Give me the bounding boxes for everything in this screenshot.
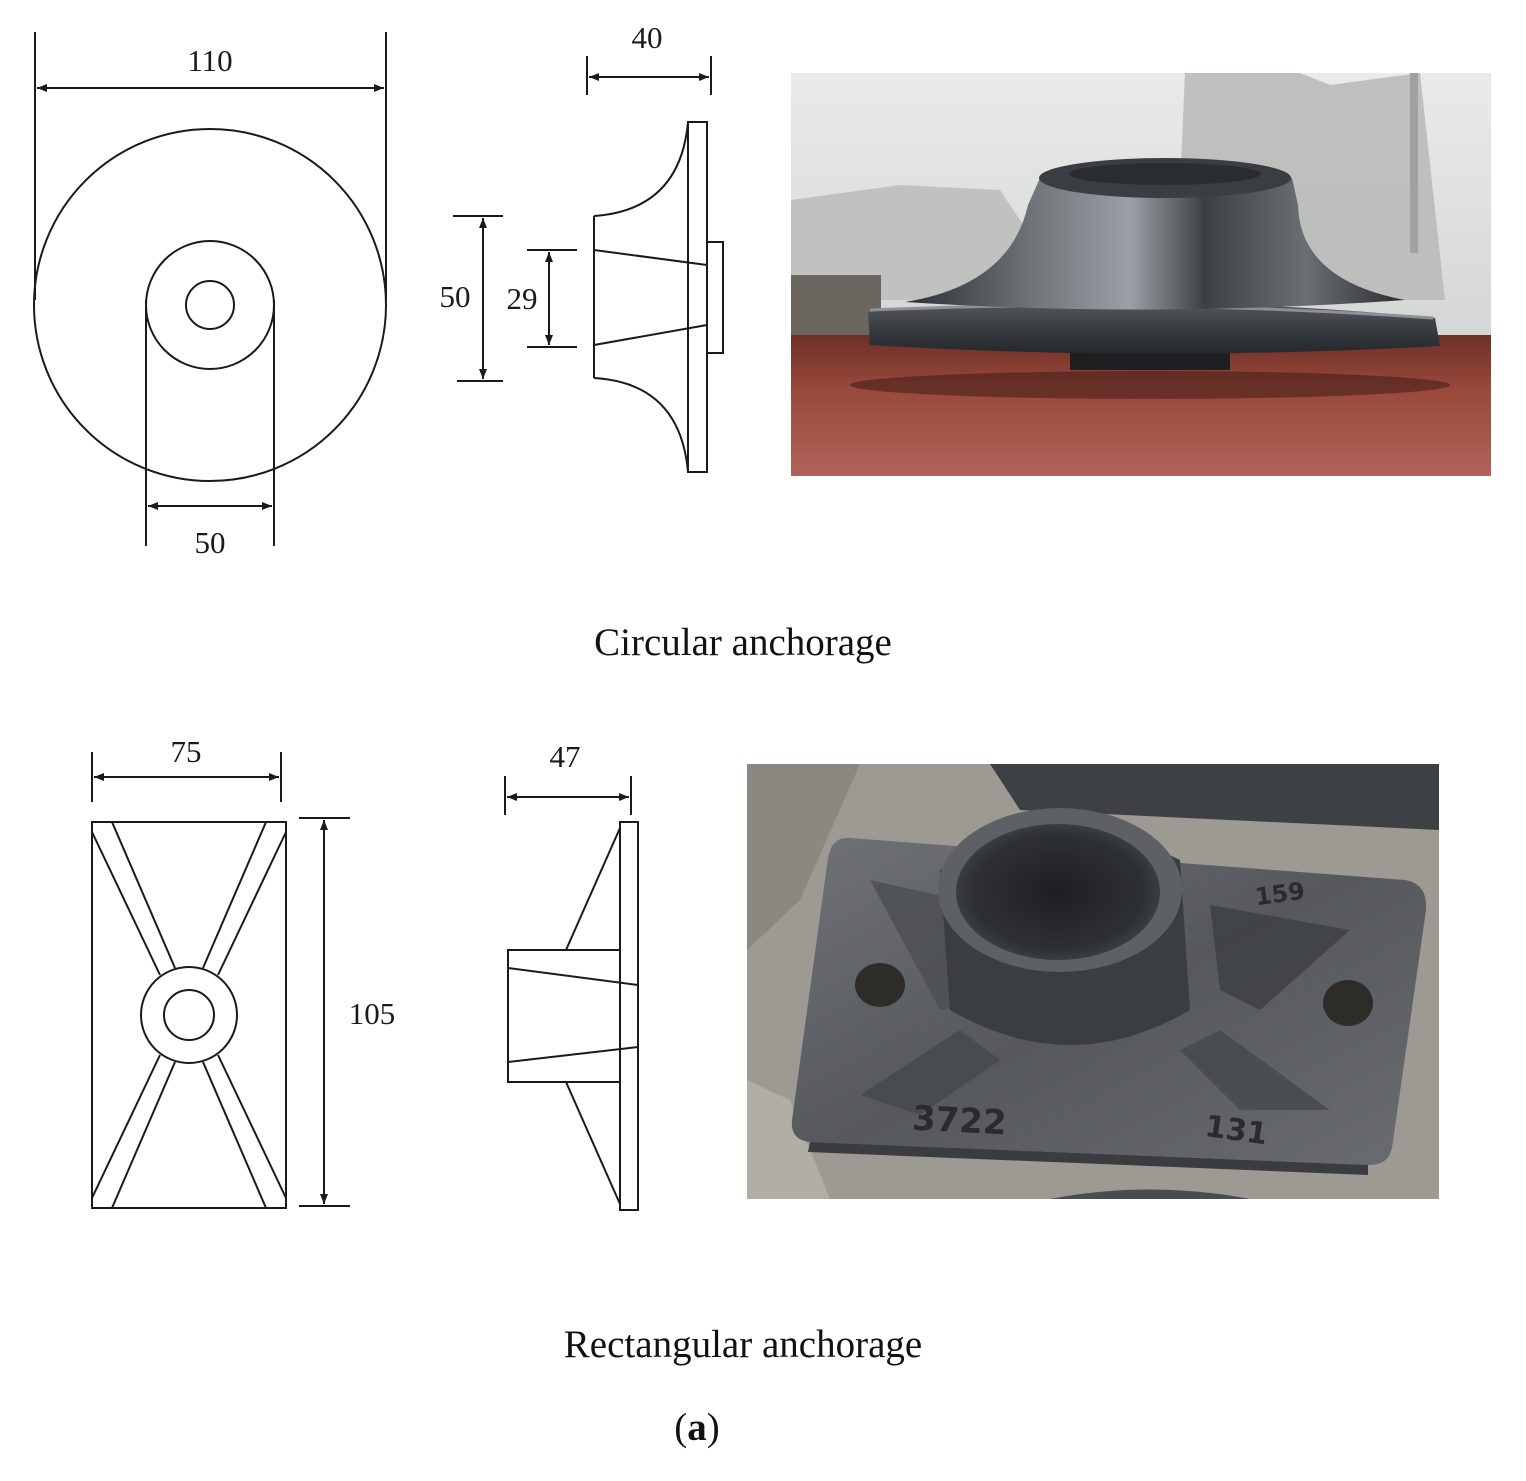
- caption-rectangular-anchorage: Rectangular anchorage: [563, 1323, 923, 1366]
- rectangular-anchorage-photo: 3722 131 159: [747, 764, 1439, 1199]
- dim-circular-cone: 50: [440, 279, 471, 314]
- panel-label-close: ): [706, 1406, 720, 1449]
- circular-front-view: [33, 32, 387, 546]
- caption-circular-anchorage: Circular anchorage: [594, 621, 892, 664]
- dim-rect-height: 105: [349, 996, 396, 1031]
- dim-rect-depth: 47: [550, 739, 581, 774]
- photo-marking-3722: 3722: [911, 1099, 1008, 1144]
- panel-label-open: (: [674, 1406, 688, 1449]
- rectangular-front-view: [91, 752, 350, 1209]
- photo-marking-131: 131: [1203, 1109, 1270, 1152]
- dim-circular-outer: 110: [187, 43, 232, 78]
- rectangular-side-view: [504, 776, 639, 1211]
- dim-circular-hub: 50: [195, 525, 226, 560]
- dim-rect-width: 75: [171, 734, 202, 769]
- photo-marking-159: 159: [1253, 877, 1307, 912]
- panel-label: (a): [0, 1405, 1460, 1450]
- circular-side-view: [453, 56, 724, 473]
- dim-circular-depth: 40: [632, 20, 663, 55]
- dim-circular-bore: 29: [507, 281, 538, 316]
- circular-anchorage-photo: [791, 73, 1491, 476]
- panel-label-letter: a: [687, 1406, 707, 1449]
